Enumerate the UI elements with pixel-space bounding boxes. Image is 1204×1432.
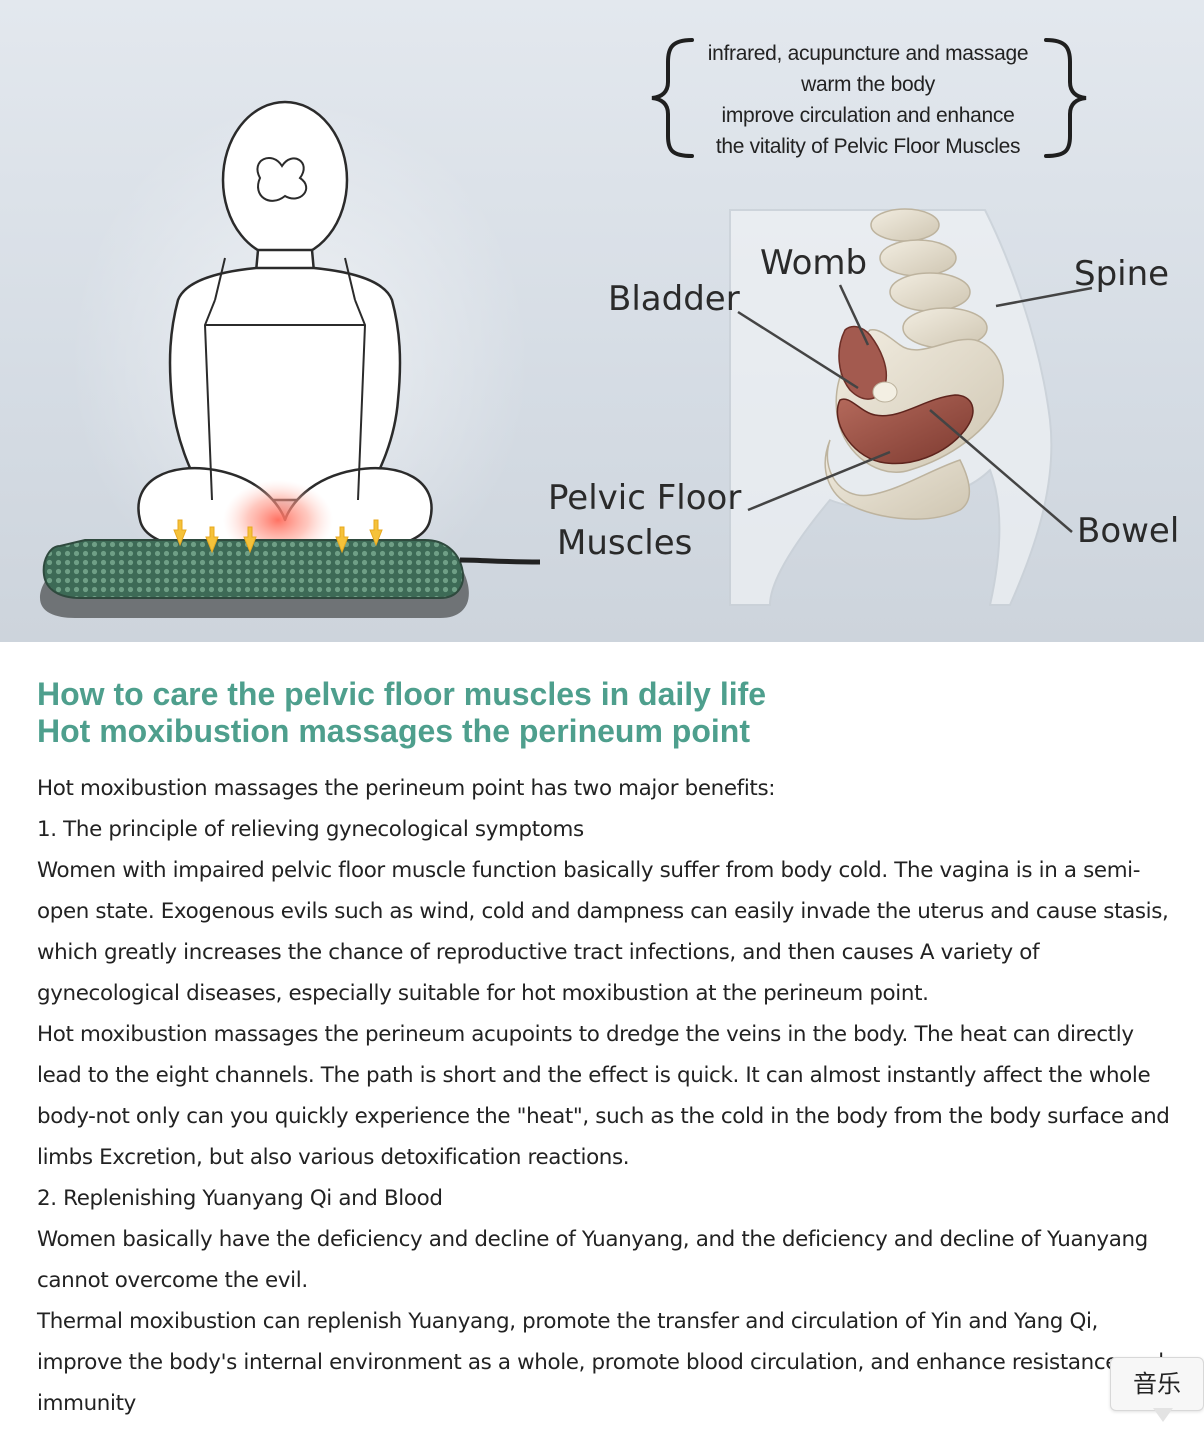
label-pelvic-floor: Pelvic Floor [548, 478, 742, 518]
bracket-caption: infrared, acupuncture and massage warm t… [680, 38, 1056, 162]
paragraph: Hot moxibustion massages the perineum po… [37, 776, 776, 801]
heating-mat [40, 539, 541, 618]
caption-line: the vitality of Pelvic Floor Muscles [715, 135, 1021, 158]
article-content: How to care the pelvic floor muscles in … [0, 642, 1204, 1432]
paragraph: Women with impaired pelvic floor muscle … [37, 858, 1169, 1006]
title-line: Hot moxibustion massages the perineum po… [37, 713, 750, 749]
pelvis-anatomy [729, 208, 1053, 606]
article-body: Hot moxibustion massages the perineum po… [37, 768, 1182, 1424]
caption-line: infrared, acupuncture and massage [707, 42, 1029, 65]
label-bladder: Bladder [608, 279, 740, 319]
paragraph: Women basically have the deficiency and … [37, 1227, 1148, 1293]
label-bowel: Bowel [1077, 511, 1180, 551]
caption-line: improve circulation and enhance [721, 104, 1015, 127]
paragraph: 1. The principle of relieving gynecologi… [37, 817, 584, 842]
music-button[interactable]: 音乐 [1110, 1357, 1204, 1411]
hero-illustration: infrared, acupuncture and massage warm t… [0, 0, 1204, 642]
paragraph: 2. Replenishing Yuanyang Qi and Blood [37, 1186, 443, 1211]
paragraph: Thermal moxibustion can replenish Yuanya… [37, 1309, 1164, 1416]
label-spine: Spine [1074, 254, 1170, 294]
article-title: How to care the pelvic floor muscles in … [37, 676, 766, 750]
label-womb: Womb [760, 243, 868, 283]
music-button-pointer [1153, 1408, 1173, 1422]
title-line: How to care the pelvic floor muscles in … [37, 676, 767, 712]
hero-artwork [40, 38, 1093, 620]
paragraph: Hot moxibustion massages the perineum ac… [37, 1022, 1170, 1170]
label-muscles: Muscles [557, 523, 693, 563]
caption-line: warm the body [801, 73, 935, 96]
